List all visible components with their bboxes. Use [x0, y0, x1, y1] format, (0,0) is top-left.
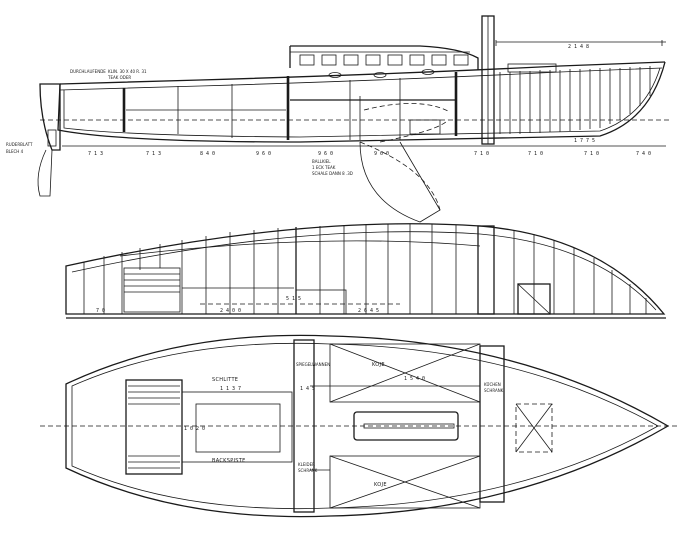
plan-label-schrank-1: KÜCHEN [484, 382, 501, 387]
station-dim: 7 1 0 [528, 151, 543, 157]
cabin-roof [289, 45, 479, 70]
side-profile-view [37, 15, 670, 223]
station-dimensions: 7 1 3 7 1 3 8 4 0 9 6 0 9 6 0 9 6 0 7 1 … [88, 151, 651, 157]
plan-label-backspiste-bottom: BACKSPISTE [212, 458, 246, 464]
sheer-line [59, 61, 666, 85]
hull-bottom [57, 61, 666, 143]
forward-hatch [515, 403, 553, 453]
forward-frames [499, 66, 651, 134]
centreboard-trunk [353, 411, 459, 441]
station-dim: 8 4 0 [200, 151, 215, 157]
plan-dim-1: 1 5 4 0 [404, 376, 425, 382]
interior-elevation-view [65, 223, 666, 319]
note-klin-line3: TEAK ODER [107, 75, 131, 80]
elevation-outline [65, 223, 666, 315]
plan-label-ducht: SCHLITTE [212, 377, 238, 383]
plan-label-kleider-1: KLEIDER [298, 462, 315, 467]
keel-note-line3: SCHALE DANN 8 .3D [312, 171, 353, 176]
plan-label-koje-bottom: KOJE [374, 482, 387, 488]
rudder-note-line1: RUDERBLATT [6, 142, 33, 147]
plan-label-schrank-2: SCHRANK [484, 388, 504, 393]
plan-view [40, 334, 678, 518]
station-dim: 7 4 0 [636, 151, 651, 157]
keel-note-line1: BALLKIEL [312, 159, 331, 164]
station-dim: 9 6 0 [318, 151, 333, 157]
note-klin-line1: DURCHLAUFENDE [70, 69, 106, 74]
note-klin-line2: KLIN. 30 X 40 R. 31 [108, 69, 147, 74]
plan-dim-2: 1 1 3 7 [220, 386, 241, 392]
station-dim: 7 1 0 [474, 151, 489, 157]
station-dim: 9 6 0 [256, 151, 271, 157]
cockpit [125, 379, 293, 475]
plan-dim-4: 1 0 2 0 [184, 426, 205, 432]
plan-label-locker: SPIEGELWANNEN [296, 362, 330, 367]
rudder [39, 83, 61, 151]
section-dim-b: 2 6 4 5 [358, 308, 379, 314]
keel-note-line2: 1 ECK TEAK [312, 165, 336, 170]
section-dim-d: 7 0 [96, 308, 105, 314]
plan-bulkhead-fwd [479, 345, 505, 503]
centreboard-swing [359, 103, 451, 223]
station-dim: 9 6 0 [374, 151, 389, 157]
plan-label-kleider-2: SCHRANK [298, 468, 318, 473]
station-dim: 7 1 3 [146, 151, 161, 157]
dim-right: 1 7 7 5 [574, 138, 595, 144]
dim-top: 2 1 4 8 [568, 44, 589, 50]
interior-bulkheads [122, 72, 458, 140]
plan-dim-3: 1 4 5 [300, 386, 315, 392]
section-dim-c: 5 1 5 [286, 296, 301, 302]
section-dim-a: 2 4 0 0 [220, 308, 241, 314]
plan-bulkhead-aft [293, 339, 315, 513]
companionway-steps [123, 267, 181, 313]
station-dim: 7 1 3 [88, 151, 103, 157]
rudder-note-line2: BLECH 4 [6, 149, 24, 154]
plan-label-koje-top: KOJE [372, 362, 385, 368]
elevation-frames [83, 224, 647, 315]
station-dim: 7 1 0 [584, 151, 599, 157]
